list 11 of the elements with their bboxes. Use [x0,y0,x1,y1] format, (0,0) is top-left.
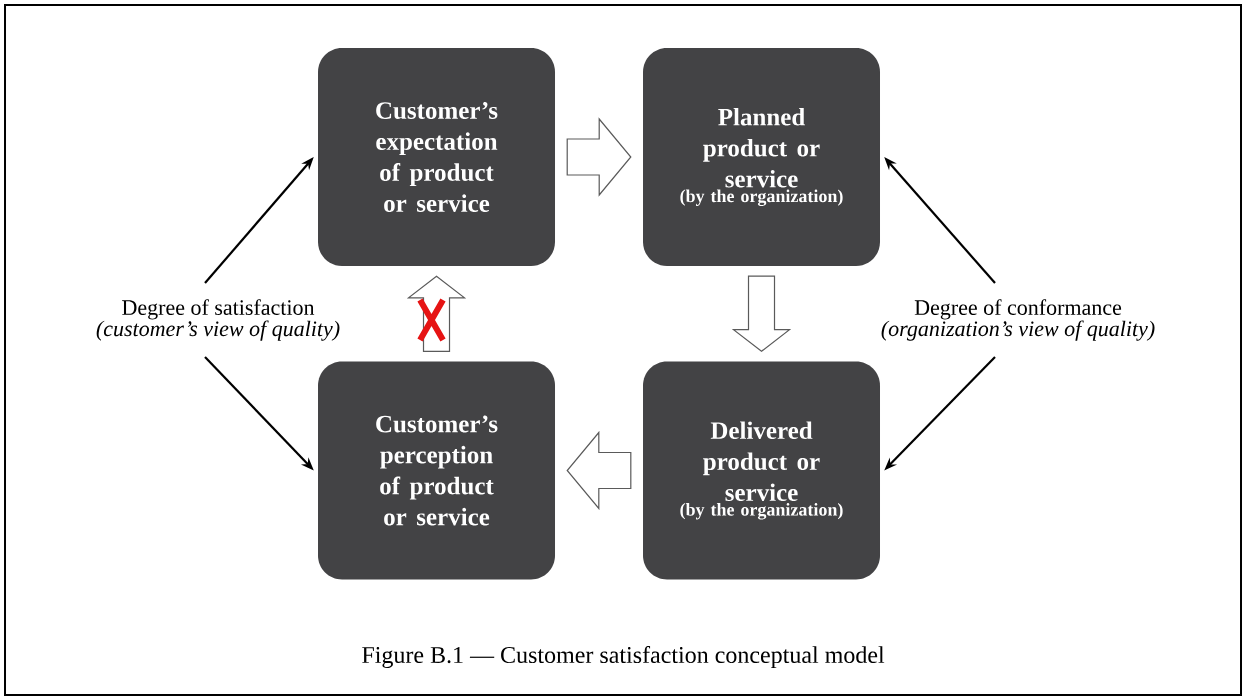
process-box: Customer’s expectation of product or service [318,48,555,266]
process-box: Customer’s perception of product or service [318,361,555,580]
process-box: Planned product or service (by the organization) [643,48,880,266]
block-arrow [566,117,632,197]
block-arrow [406,275,467,352]
process-box: Delivered product or service (by the organization) [643,361,880,580]
block-arrow [731,275,792,353]
annotation-text: Degree of conformance (organization’s view of quality) [881,299,1155,341]
figure-caption: Figure B.1 — Customer satisfaction conceptual model [362,645,885,669]
annotation-text: Degree of satisfaction (customer’s view of quality) [96,299,340,341]
block-arrow [566,430,632,511]
